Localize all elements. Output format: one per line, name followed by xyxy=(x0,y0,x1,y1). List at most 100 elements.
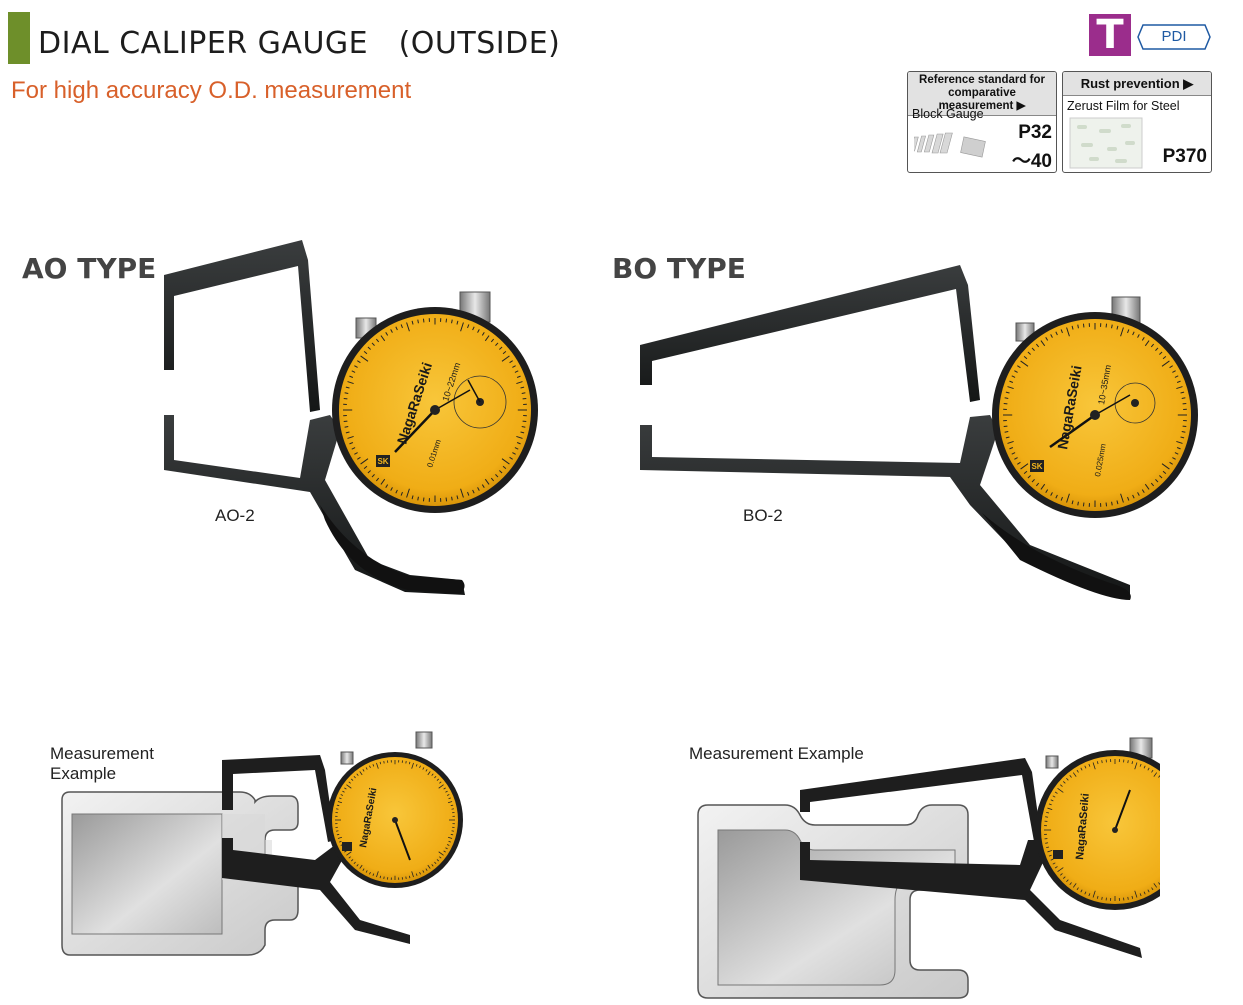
dial-tick xyxy=(1137,492,1140,496)
reference-standard-box[interactable]: Reference standard for comparative measu… xyxy=(907,71,1057,173)
dial-tick xyxy=(1035,343,1040,348)
dial-tick xyxy=(1169,365,1173,369)
dial-tick xyxy=(1180,391,1185,394)
dial-tick xyxy=(446,844,450,846)
dial-tick xyxy=(1060,784,1063,787)
dial-tick xyxy=(1159,475,1163,479)
dial-tick xyxy=(1050,492,1053,496)
dial-tick xyxy=(385,484,389,488)
dial-tick xyxy=(1069,882,1072,885)
t-badge-icon: T xyxy=(1089,14,1131,56)
dial-tick xyxy=(1116,500,1119,505)
measurement-example-label-ao: Measurement Example xyxy=(50,744,154,784)
dial-tick xyxy=(1005,391,1010,394)
dial-tick xyxy=(350,859,354,862)
dial-tick xyxy=(481,484,485,488)
dial-tick xyxy=(390,487,393,491)
dial-tick xyxy=(1072,883,1077,888)
dial-tick xyxy=(351,447,356,450)
dial-tick xyxy=(1181,397,1186,399)
dial-tick xyxy=(1131,895,1134,899)
dial-tick xyxy=(1127,329,1130,334)
dial-tick xyxy=(1088,893,1091,897)
dial-tick xyxy=(362,868,365,871)
dial-tick xyxy=(1027,351,1031,355)
dial-tick xyxy=(516,442,521,445)
dial-tick xyxy=(1161,360,1170,367)
rust-prevention-box[interactable]: Rust prevention ▶ Zerust Film for Steel … xyxy=(1062,71,1212,173)
dial-tick xyxy=(1062,876,1066,879)
dial-tick xyxy=(512,365,516,368)
dial-tick xyxy=(501,355,510,362)
dial-tick xyxy=(342,790,345,793)
dial-tick xyxy=(445,790,448,793)
dial-tick xyxy=(1080,767,1083,771)
dial-tick xyxy=(1176,440,1183,444)
dial-tick xyxy=(456,320,459,325)
dial-tick xyxy=(520,431,525,434)
dial-tick xyxy=(395,489,398,494)
dial-tick xyxy=(1055,331,1058,336)
dial-tick xyxy=(365,870,368,873)
dial-tick xyxy=(357,360,361,364)
dial-tick xyxy=(431,773,434,776)
dial-tick xyxy=(1011,375,1016,378)
dial-tick xyxy=(490,338,495,343)
rust-item: Zerust Film for Steel xyxy=(1067,99,1180,113)
dial-tick xyxy=(1141,337,1145,341)
dial-tick xyxy=(411,495,414,500)
dial-tick xyxy=(359,864,363,869)
ao-model-label: AO-2 xyxy=(215,506,255,525)
dial-tick xyxy=(353,861,356,865)
dial-tick xyxy=(367,346,371,350)
dial-tick xyxy=(501,458,510,465)
dial-tick xyxy=(367,470,371,474)
title-accent-bar xyxy=(8,12,30,64)
dial-tick xyxy=(336,804,340,807)
dial-tick xyxy=(1172,370,1176,373)
dial-tick xyxy=(1007,386,1014,390)
dial-tick xyxy=(1045,842,1049,844)
dial-tick xyxy=(1144,483,1150,490)
dial-tick xyxy=(1134,890,1138,898)
dial-tick xyxy=(1017,461,1021,465)
bo-type-label: BO TYPE xyxy=(612,252,746,285)
dial-tick xyxy=(1134,762,1138,770)
pdi-badge-icon: PDI xyxy=(1137,24,1211,50)
dial-tick xyxy=(516,381,523,385)
dial-tick xyxy=(1020,463,1029,470)
dial-tick xyxy=(443,850,446,853)
dial-tick xyxy=(509,456,513,460)
zerust-film-icon xyxy=(1069,117,1143,169)
dial-tick xyxy=(447,836,453,839)
dial-tick xyxy=(1150,482,1155,487)
dial-tick xyxy=(1139,763,1142,767)
dial-tick xyxy=(1045,489,1049,493)
reference-header-line2: comparative measurement xyxy=(938,87,1016,112)
dial-tick xyxy=(1092,762,1096,770)
measurement-label-line2: Example xyxy=(50,764,117,783)
dial-tick xyxy=(436,778,440,781)
dial-tick xyxy=(439,856,442,859)
dial-tick xyxy=(346,784,352,789)
dial-tick xyxy=(406,488,410,498)
dial-tick xyxy=(438,851,444,856)
dial-tick xyxy=(372,764,375,767)
dial-tick xyxy=(477,487,480,491)
dial-tick xyxy=(1143,891,1146,895)
dial-tick xyxy=(1017,365,1021,369)
dial-tick xyxy=(347,435,354,439)
dial-tick xyxy=(1111,501,1113,506)
dial-tick xyxy=(353,775,356,779)
dial-tick xyxy=(1155,347,1159,351)
dial-tick xyxy=(363,350,368,355)
dial-tick xyxy=(1144,340,1150,347)
dial-tick xyxy=(417,496,419,501)
ao-dial-caliper-image: SK NagaRaSeiki 10~22mm 0.01mm xyxy=(164,240,538,595)
bo-measurement-example-image: NagaRaSeiki xyxy=(697,737,1160,999)
dial-tick xyxy=(1072,772,1077,777)
dial-tick xyxy=(431,864,434,867)
dial-tick xyxy=(484,335,490,342)
dial-tick xyxy=(1159,351,1163,355)
dial-tick xyxy=(1050,334,1053,338)
